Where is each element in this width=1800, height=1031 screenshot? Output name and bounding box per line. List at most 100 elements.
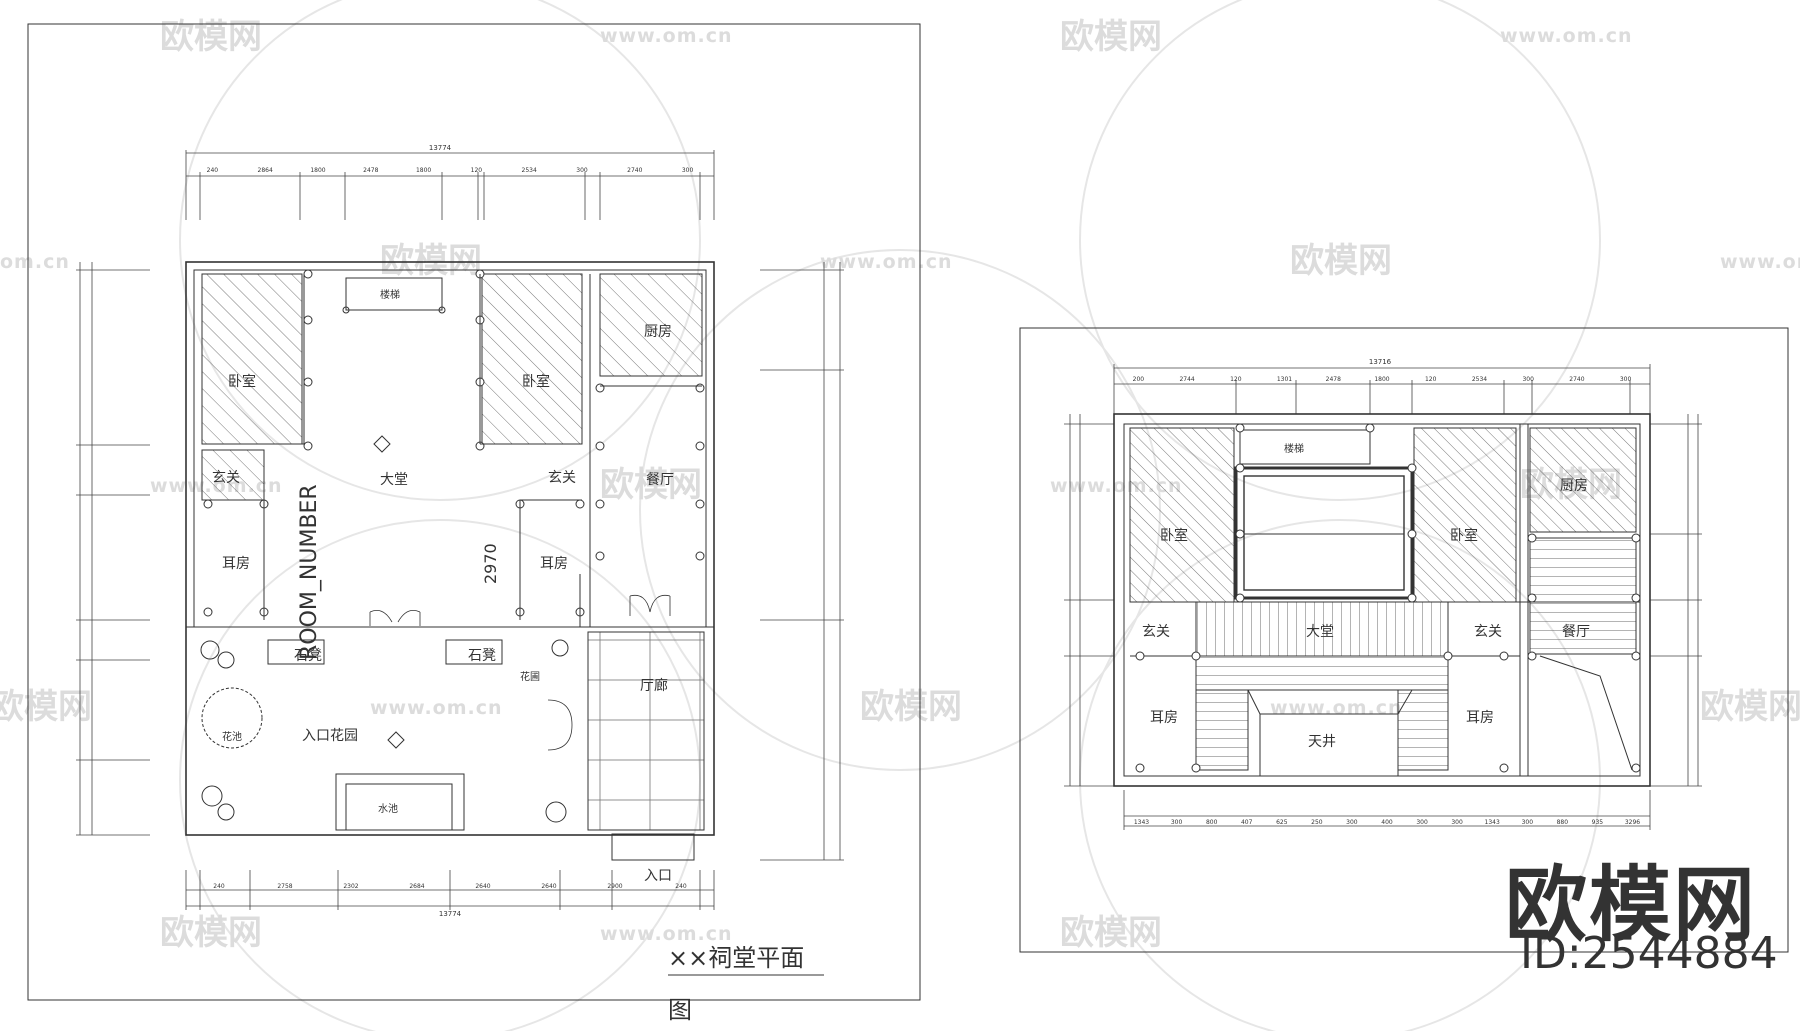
watermark-brand-large: 欧模网	[1505, 858, 1758, 953]
right-label-kitchen: 厨房	[1560, 478, 1588, 494]
right-skylight-inner	[1243, 475, 1405, 591]
plant-symbol-4	[217, 803, 235, 821]
watermark-logo-9: 欧模网	[1700, 687, 1800, 727]
dimension-label: 2684	[409, 883, 424, 890]
right-label-side-r: 耳房	[1466, 710, 1494, 726]
dimension-label: 300	[1522, 376, 1534, 383]
dimension-label: 250	[1311, 819, 1323, 826]
watermark-url-5: www.om.cn	[1720, 251, 1800, 273]
dimension-label: 1800	[310, 167, 325, 174]
dimension-label: 300	[1522, 819, 1534, 826]
left-top-dimensions	[185, 150, 715, 220]
watermark-logo-3: 欧模网	[380, 241, 482, 281]
svg-text:欧模网: 欧模网	[600, 465, 702, 505]
left-label-side-r: 耳房	[540, 556, 568, 572]
left-garden	[200, 435, 705, 861]
watermark-id: ID:2544884	[1520, 928, 1778, 979]
left-label-room-number: ROOM_NUMBER	[297, 484, 322, 660]
watermark-url-8: www.om.cn	[370, 697, 503, 719]
dimension-label: 1343	[1485, 819, 1500, 826]
left-bottom-dimensions	[185, 870, 715, 910]
left-label-dim-2970: 2970	[481, 543, 500, 584]
dimension-label: 300	[1416, 819, 1428, 826]
svg-text:欧模网: 欧模网	[860, 687, 962, 727]
dimension-label: 1343	[1134, 819, 1149, 826]
left-flower-bed-circle	[201, 687, 263, 749]
dimension-label: 2758	[277, 883, 292, 890]
left-label-stone-seat-l: 石凳	[294, 648, 322, 664]
right-bedroom-right-area	[1413, 427, 1517, 603]
left-overall-dim-bottom: 13774	[439, 910, 462, 918]
left-pond	[335, 773, 465, 831]
svg-text:欧模网: 欧模网	[380, 241, 482, 281]
dimension-label: 2534	[522, 167, 537, 174]
plant-symbol-3	[201, 785, 223, 807]
watermark-logo-10: 欧模网	[160, 913, 262, 953]
watermark-url-4: www.om.cn	[820, 251, 952, 273]
left-compass-marker	[387, 731, 405, 749]
left-pond-inner	[345, 783, 453, 831]
svg-text:www.om.cn: www.om.cn	[600, 923, 733, 945]
svg-text:om.cn: om.cn	[0, 251, 70, 273]
dimension-label: 120	[1230, 376, 1242, 383]
right-columns	[1135, 423, 1641, 773]
left-label-bedroom-r: 卧室	[522, 373, 550, 390]
svg-text:www.om.cn: www.om.cn	[1270, 697, 1403, 719]
watermark-url-9: www.om.cn	[1270, 697, 1403, 719]
svg-text:欧模网: 欧模网	[1290, 241, 1392, 281]
right-corridor-l	[1195, 689, 1249, 771]
right-side-dimensions	[1064, 414, 1702, 787]
left-lobby-tiles	[587, 631, 705, 831]
right-stair	[1239, 429, 1371, 465]
right-label-dining: 餐厅	[1562, 624, 1590, 640]
left-kitchen-area	[599, 273, 703, 377]
right-label-foyer-r: 玄关	[1474, 623, 1502, 640]
left-label-flower-bed: 花池	[222, 730, 242, 743]
left-side-dimensions	[76, 262, 844, 861]
left-room-labels: 楼梯 卧室 卧室 厨房 大堂 玄关 玄关 耳房 耳房 餐厅 厅廊 入口花园 石凳…	[212, 288, 674, 884]
left-label-stair: 楼梯	[380, 288, 400, 301]
right-hall-floor	[1195, 601, 1449, 657]
left-label-garden: 入口花园	[302, 728, 358, 744]
dimension-label: 935	[1592, 819, 1604, 826]
plant-symbol-6	[545, 801, 567, 823]
dimension-label: 300	[1620, 376, 1632, 383]
right-label-bedroom-l: 卧室	[1160, 527, 1188, 544]
watermark-url-3: om.cn	[0, 251, 70, 273]
right-label-courtyard: 天井	[1308, 734, 1336, 750]
right-label-foyer-l: 玄关	[1142, 623, 1170, 640]
dimension-label: 2740	[627, 167, 642, 174]
left-stone-seat-l	[267, 639, 325, 665]
dimension-label: 1301	[1277, 376, 1292, 383]
right-label-stair: 楼梯	[1284, 442, 1304, 455]
svg-text:www.om.cn: www.om.cn	[370, 697, 503, 719]
right-bedroom-left-area	[1129, 427, 1235, 603]
left-partitions	[186, 274, 714, 628]
dimension-label: 200	[1133, 376, 1145, 383]
svg-text:欧模网: 欧模网	[160, 17, 262, 57]
watermark-logo-5: 欧模网	[600, 465, 702, 505]
svg-text:欧模网: 欧模网	[1060, 913, 1162, 953]
dimension-label: 2640	[541, 883, 556, 890]
right-hall-floor-lower	[1195, 655, 1449, 691]
left-label-dining: 餐厅	[646, 472, 674, 488]
right-bottom-dimensions	[1123, 790, 1651, 830]
right-room-labels: 楼梯 卧室 卧室 厨房 大堂 玄关 玄关 耳房 耳房 餐厅 天井	[1142, 442, 1590, 750]
watermark-logo-7: 欧模网	[0, 687, 92, 727]
dimension-label: 400	[1381, 819, 1393, 826]
right-overall-dim-top: 13716	[1369, 358, 1392, 366]
right-label-hall: 大堂	[1306, 624, 1334, 640]
dimension-label: 300	[1451, 819, 1463, 826]
left-plan-title: ××祠堂平面	[668, 944, 804, 972]
right-kitchen-area	[1529, 427, 1637, 533]
left-label-bedroom-l: 卧室	[228, 373, 256, 390]
dimension-label: 625	[1276, 819, 1288, 826]
dimension-label: 1800	[416, 167, 431, 174]
dimension-label: 2478	[363, 167, 378, 174]
